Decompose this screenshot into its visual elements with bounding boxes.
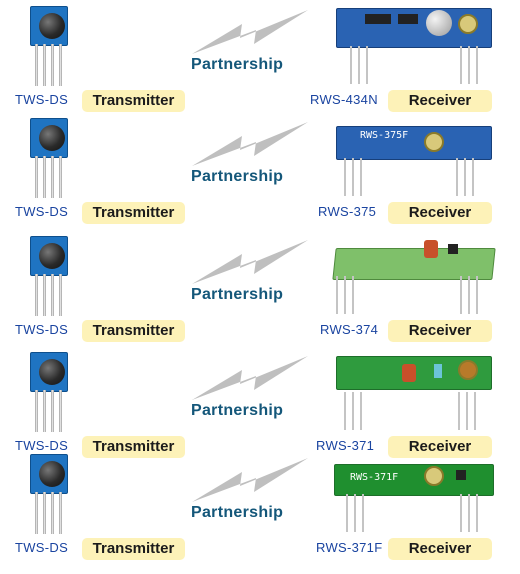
- transmitter-label: Transmitter: [82, 202, 185, 224]
- lightning-bolt-icon: [192, 458, 308, 502]
- partnership-label: Partnership: [191, 402, 284, 419]
- pairing-row: TWS-DS Transmitter Partnership RWS-371F …: [0, 454, 520, 564]
- transmitter-module-image: [26, 454, 70, 536]
- receiver-label: Receiver: [388, 538, 492, 560]
- lightning-bolt-icon: [192, 122, 308, 166]
- receiver-silkscreen-label: RWS-371F: [350, 472, 399, 483]
- receiver-model: RWS-371: [316, 438, 375, 453]
- transmitter-model: TWS-DS: [15, 92, 69, 107]
- receiver-silkscreen-label: RWS-375F: [360, 130, 409, 141]
- receiver-model: RWS-375: [318, 204, 377, 219]
- partnership-label: Partnership: [191, 286, 284, 303]
- receiver-model: RWS-434N: [310, 92, 378, 107]
- receiver-label: Receiver: [388, 436, 492, 458]
- transmitter-label: Transmitter: [82, 436, 185, 458]
- pairing-row: TWS-DS Transmitter Partnership RWS-434N …: [0, 6, 520, 116]
- partnership-label: Partnership: [191, 504, 284, 521]
- transmitter-module-image: [26, 6, 70, 88]
- receiver-label: Receiver: [388, 90, 492, 112]
- lightning-bolt-icon: [192, 240, 308, 284]
- transmitter-model: TWS-DS: [15, 204, 69, 219]
- pairing-row: TWS-DS Transmitter Partnership RWS-374 R…: [0, 236, 520, 346]
- lightning-bolt-icon: [192, 10, 308, 54]
- transmitter-label: Transmitter: [82, 90, 185, 112]
- receiver-model: RWS-374: [320, 322, 379, 337]
- transmitter-model: TWS-DS: [15, 438, 69, 453]
- transmitter-module-image: [26, 236, 70, 318]
- lightning-bolt-icon: [192, 356, 308, 400]
- transmitter-model: TWS-DS: [15, 540, 69, 555]
- transmitter-module-image: [26, 352, 70, 434]
- pairing-row: TWS-DS Transmitter Partnership RWS-375F …: [0, 118, 520, 228]
- receiver-label: Receiver: [388, 202, 492, 224]
- partnership-label: Partnership: [191, 56, 284, 73]
- transmitter-module-image: [26, 118, 70, 200]
- receiver-label: Receiver: [388, 320, 492, 342]
- partnership-label: Partnership: [191, 168, 284, 185]
- transmitter-label: Transmitter: [82, 538, 185, 560]
- pairing-row: TWS-DS Transmitter Partnership RWS-371 R…: [0, 352, 520, 462]
- transmitter-label: Transmitter: [82, 320, 185, 342]
- receiver-model: RWS-371F: [316, 540, 383, 555]
- transmitter-model: TWS-DS: [15, 322, 69, 337]
